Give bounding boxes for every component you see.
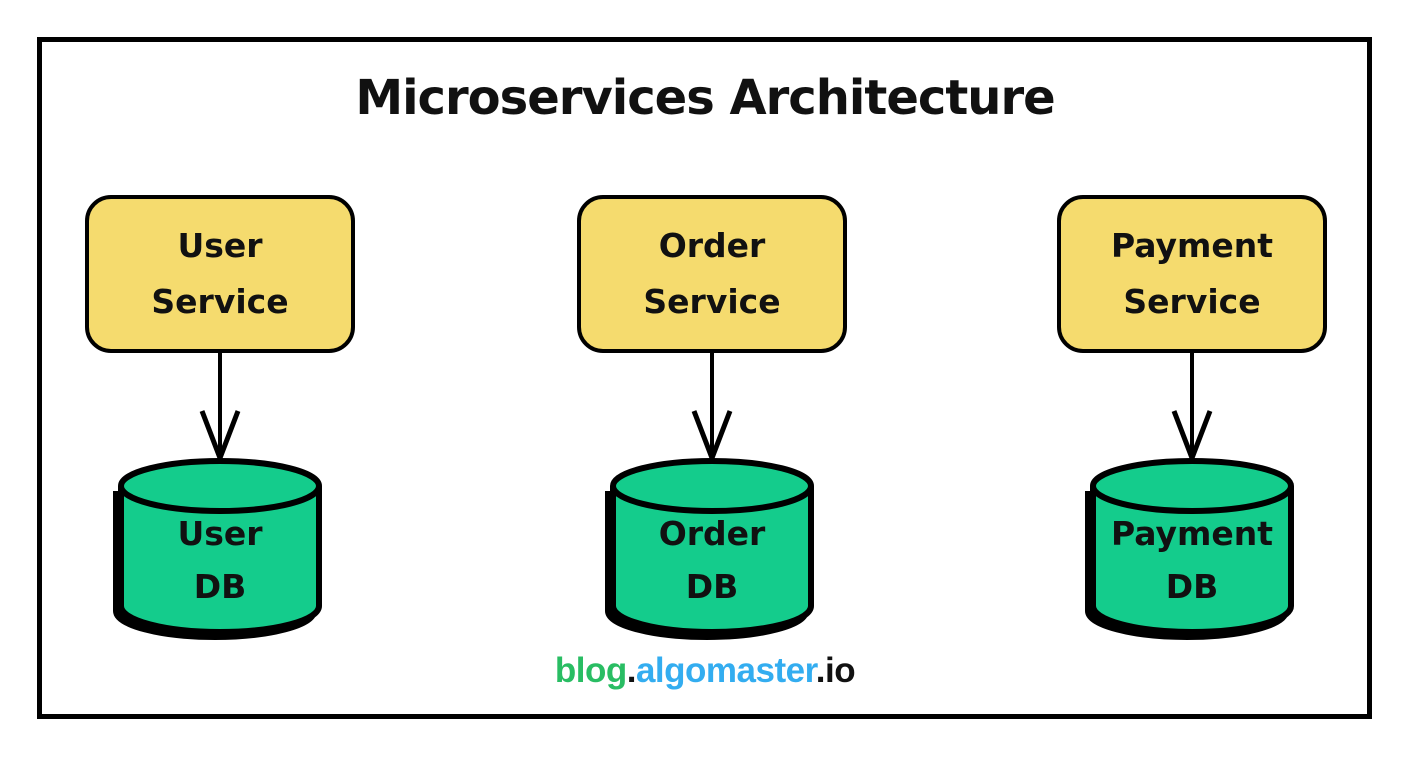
db-label-line2: DB	[685, 567, 739, 606]
database-icon	[113, 458, 322, 640]
service-label-line2: Service	[151, 282, 289, 321]
arrow-down-icon	[691, 350, 733, 464]
db-label-line1: Order	[658, 514, 766, 553]
service-label-line2: Service	[1123, 282, 1261, 321]
footer-wordmark: blog.algomaster.io	[0, 651, 1410, 691]
service-label-line1: Order	[658, 226, 766, 265]
database-label: Payment DB	[1081, 480, 1303, 640]
footer-dot: .	[626, 651, 637, 690]
service-label-line1: User	[177, 226, 263, 265]
db-label-line2: DB	[1165, 567, 1219, 606]
service-box-payment: Payment Service	[1057, 195, 1327, 353]
footer-algomaster-text: algomaster	[635, 651, 816, 690]
arrow-down-icon	[1171, 350, 1213, 464]
db-label-line2: DB	[193, 567, 247, 606]
diagram-title: Microservices Architecture	[355, 70, 1055, 126]
footer-dot: .	[815, 651, 826, 690]
database-icon	[605, 458, 814, 640]
service-box-order: Order Service	[577, 195, 847, 353]
service-box-user: User Service	[85, 195, 355, 353]
database-cylinder-user: User DB	[109, 458, 331, 650]
service-label-line2: Service	[643, 282, 781, 321]
arrow-down-icon	[199, 350, 241, 464]
db-label-line1: User	[177, 514, 263, 553]
footer-blog-text: blog	[554, 651, 627, 690]
database-label: Order DB	[601, 480, 823, 640]
footer-io-text: io	[825, 651, 856, 690]
database-cylinder-payment: Payment DB	[1081, 458, 1303, 650]
database-label: User DB	[109, 480, 331, 640]
database-icon	[1085, 458, 1294, 640]
db-label-line1: Payment	[1110, 514, 1274, 553]
database-cylinder-order: Order DB	[601, 458, 823, 650]
service-label-line1: Payment	[1110, 226, 1274, 265]
